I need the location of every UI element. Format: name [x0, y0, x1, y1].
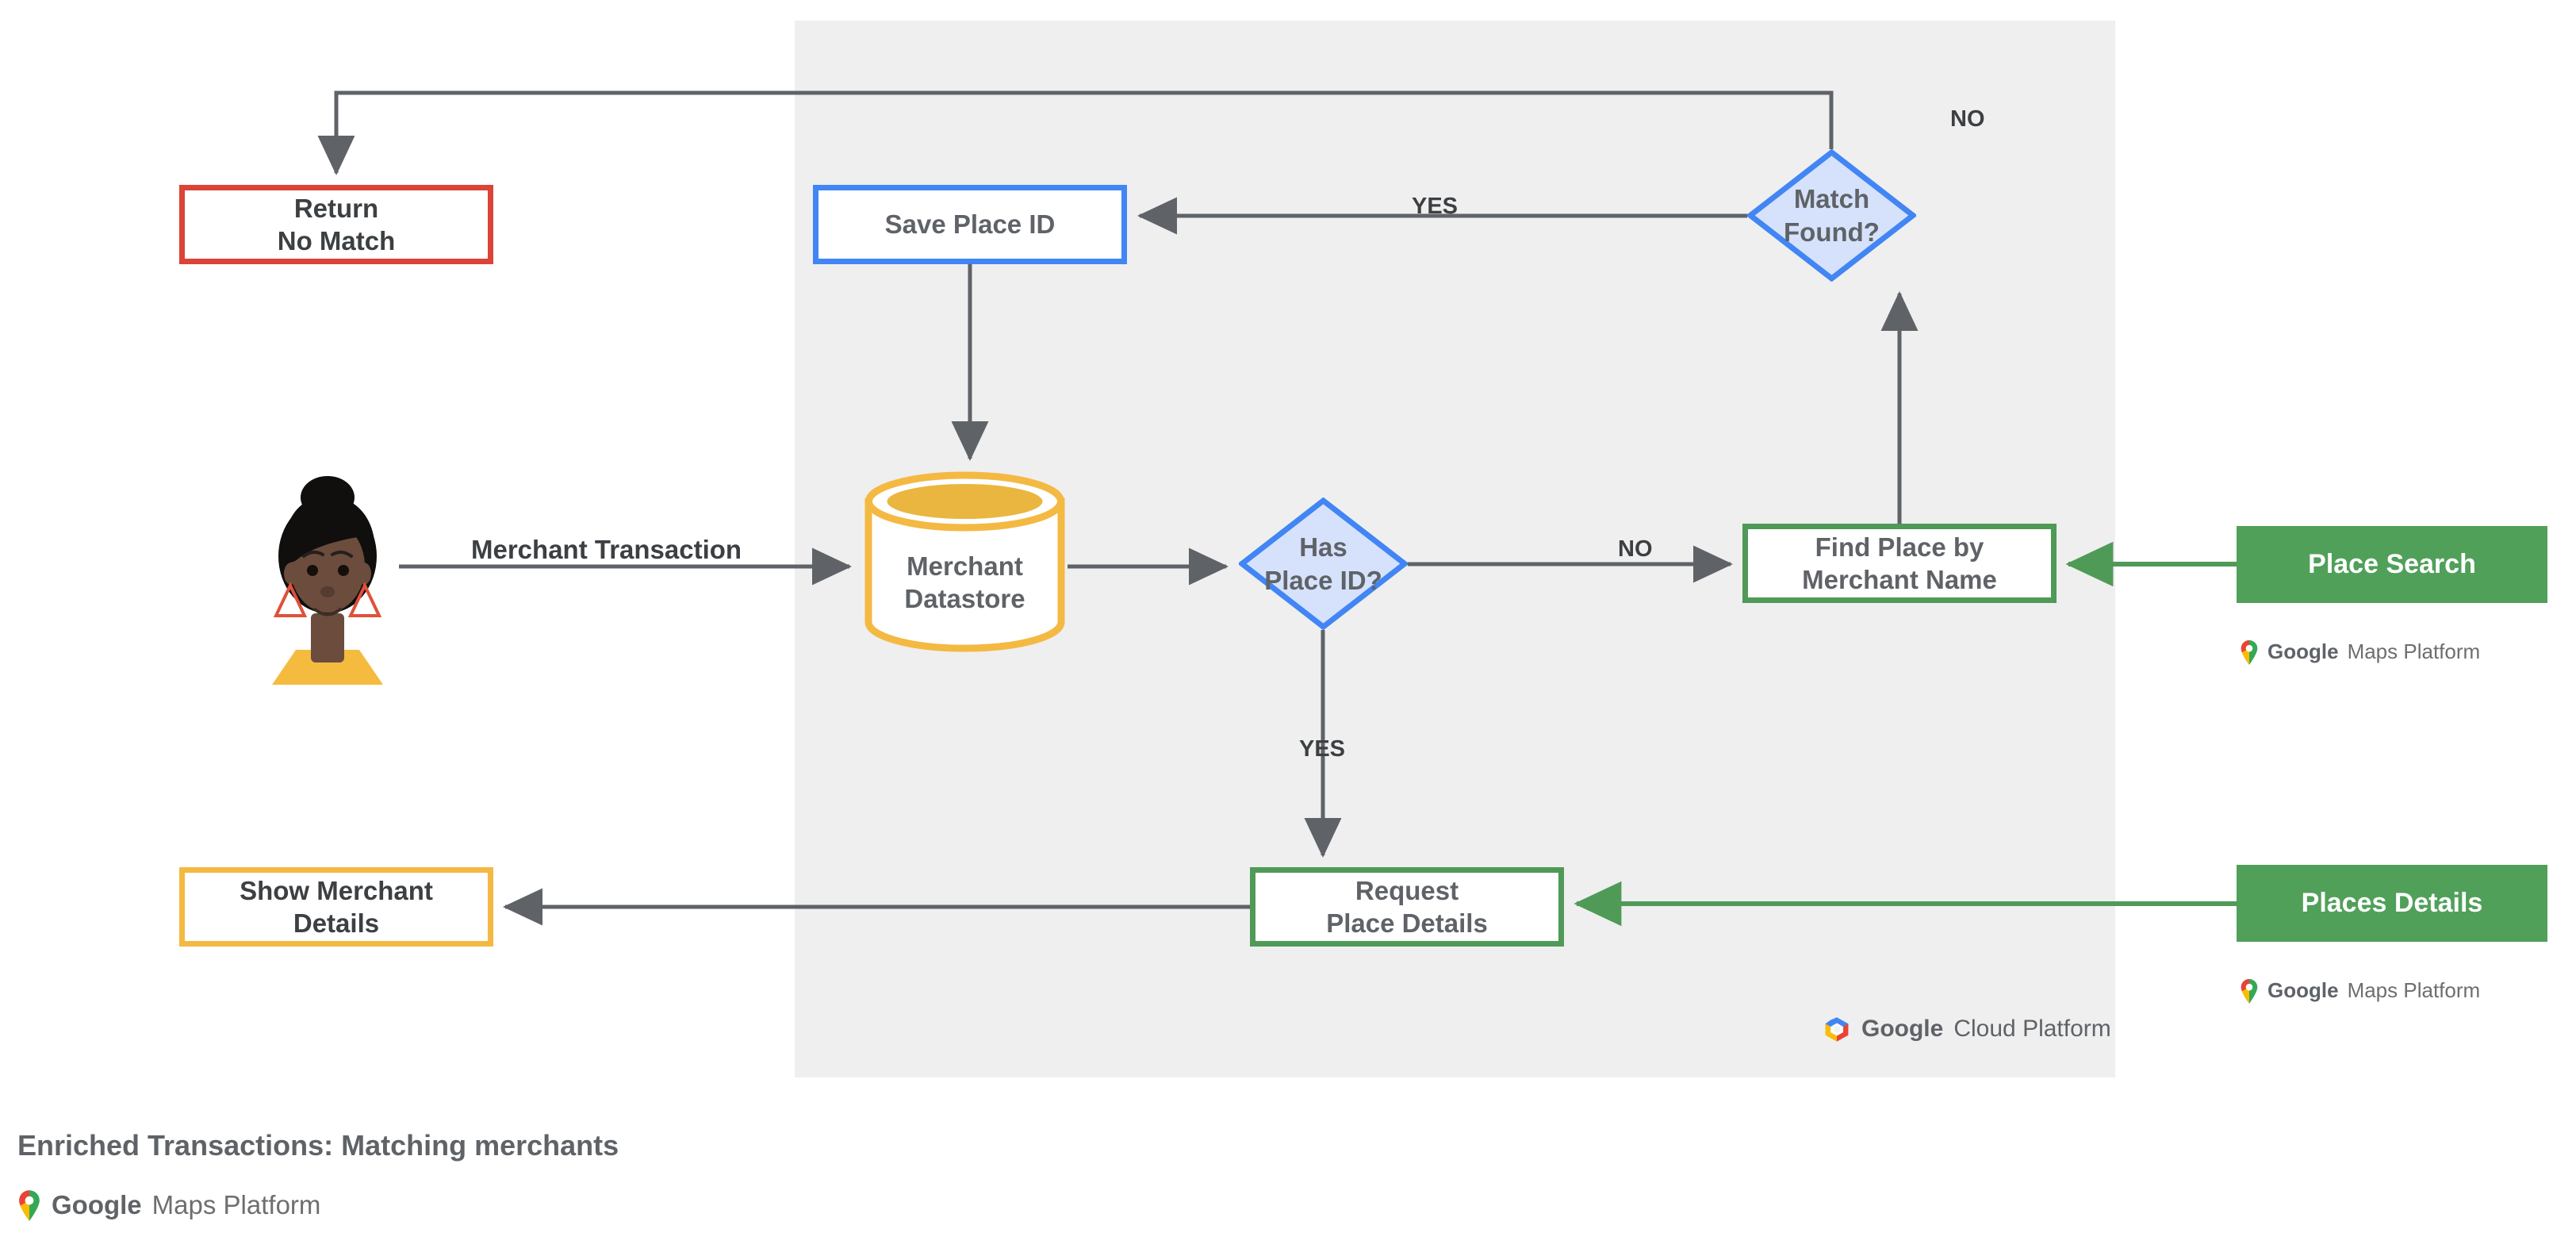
gcp-logo-cloud-platform-word: Cloud Platform: [1953, 1016, 2111, 1042]
attribution-places-details: Google Maps Platform: [2240, 977, 2480, 1004]
chip-place-search[interactable]: Place Search: [2237, 526, 2547, 603]
page-title: Enriched Transactions: Matching merchant…: [17, 1129, 619, 1162]
diamond-shape-icon: [1746, 148, 1918, 282]
cylinder-icon: [864, 471, 1065, 652]
attribution-maps-platform-word: Maps Platform: [2347, 639, 2481, 663]
node-show-merchant-details-label: Show Merchant Details: [240, 875, 433, 938]
google-maps-pin-icon: [2241, 639, 2258, 665]
edge-label-has-place-id-yes: YES: [1299, 736, 1346, 762]
node-request-place-details[interactable]: Request Place Details: [1250, 867, 1564, 947]
footer-maps-platform-word: Maps Platform: [151, 1189, 321, 1219]
node-save-place-id[interactable]: Save Place ID: [813, 185, 1127, 264]
diamond-shape-icon: [1237, 497, 1409, 631]
edge-label-match-found-yes: YES: [1412, 194, 1459, 219]
footer-google-word: Google: [52, 1189, 142, 1219]
node-has-place-id-label: Has Place ID?: [1264, 532, 1382, 595]
chip-places-details[interactable]: Places Details: [2237, 865, 2547, 942]
person-avatar-icon: [256, 463, 399, 685]
node-save-place-id-label: Save Place ID: [884, 209, 1056, 240]
node-match-found[interactable]: Match Found?: [1746, 148, 1918, 282]
node-merchant-datastore-label: Merchant Datastore: [904, 551, 1025, 613]
node-has-place-id[interactable]: Has Place ID?: [1237, 497, 1409, 631]
google-maps-pin-icon: [2241, 978, 2258, 1004]
edge-label-merchant-transaction: Merchant Transaction: [471, 535, 742, 564]
google-maps-pin-icon: [19, 1190, 40, 1221]
footer-attribution: Google Maps Platform: [17, 1189, 320, 1221]
attribution-place-search: Google Maps Platform: [2240, 639, 2480, 665]
edge-label-has-place-id-no: NO: [1618, 536, 1653, 562]
node-find-place-by-merchant-name[interactable]: Find Place by Merchant Name: [1742, 524, 2057, 603]
chip-place-search-label: Place Search: [2308, 549, 2476, 579]
attribution-maps-platform-word: Maps Platform: [2347, 978, 2481, 1002]
node-return-no-match-label: Return No Match: [277, 193, 396, 255]
node-find-place-by-merchant-name-label: Find Place by Merchant Name: [1802, 532, 1997, 594]
attribution-google-word: Google: [2267, 978, 2339, 1002]
gcp-logo-google-word: Google: [1861, 1016, 1944, 1042]
node-merchant-datastore[interactable]: Merchant Datastore: [862, 471, 1068, 652]
google-cloud-hexagon-icon: [1825, 1016, 1849, 1042]
edge-label-match-found-no: NO: [1950, 106, 1985, 132]
google-cloud-platform-logo: Google Cloud Platform: [1823, 1016, 2111, 1043]
attribution-google-word: Google: [2267, 639, 2339, 663]
node-show-merchant-details[interactable]: Show Merchant Details: [179, 867, 493, 947]
chip-places-details-label: Places Details: [2301, 888, 2483, 918]
node-request-place-details-label: Request Place Details: [1326, 875, 1488, 938]
node-return-no-match[interactable]: Return No Match: [179, 185, 493, 264]
node-match-found-label: Match Found?: [1784, 184, 1880, 247]
